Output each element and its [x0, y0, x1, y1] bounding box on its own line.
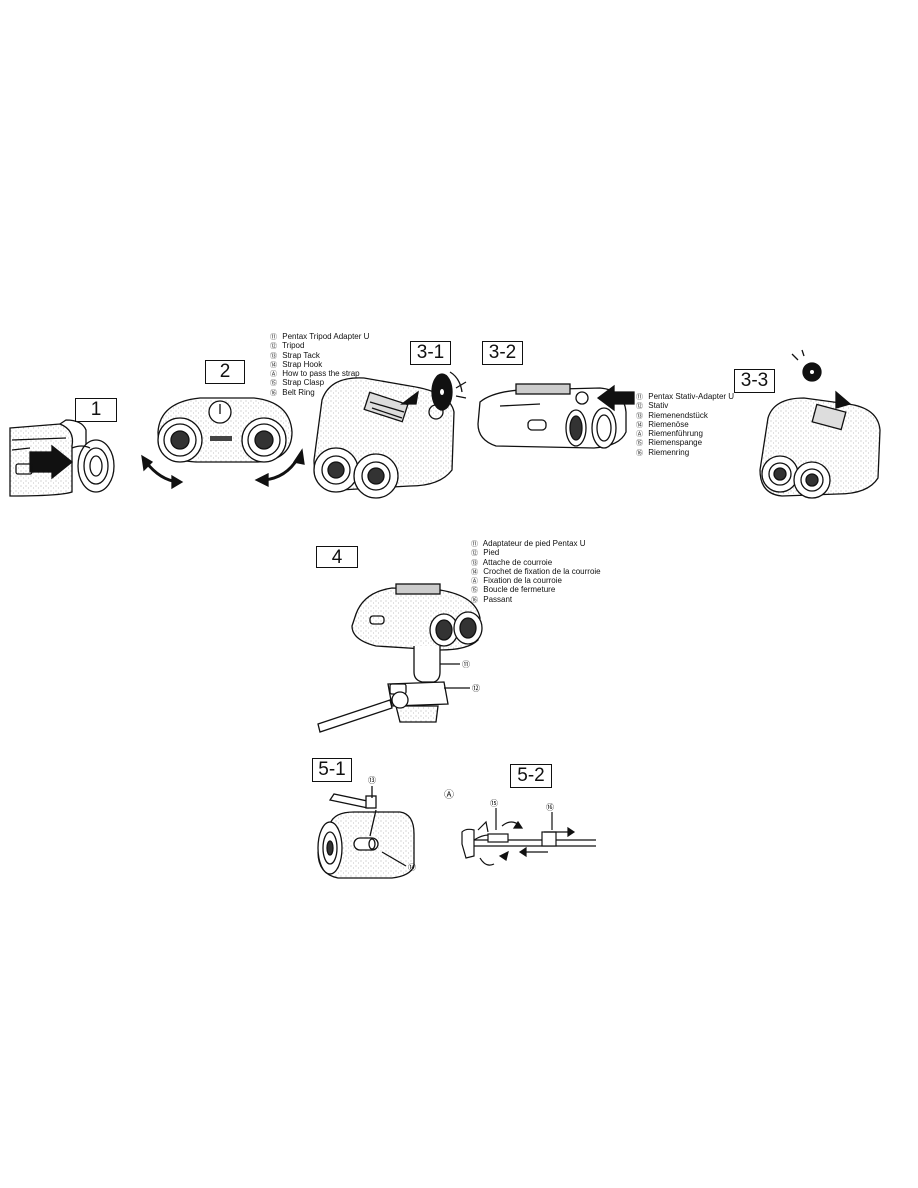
legend-row: ⑫ Pied [471, 548, 500, 558]
callout-14: ⑭ [408, 863, 416, 872]
callout-13: ⑬ [368, 776, 376, 785]
legend-row: ⑯ Belt Ring [270, 387, 315, 397]
figure-1-binocular [9, 419, 115, 497]
legend-row: ⑪ Pentax Tripod Adapter U [270, 332, 370, 341]
legend-row: ⑪ Pentax Stativ-Adapter U [636, 392, 735, 401]
callout-15: ⑮ [490, 799, 498, 808]
callout-16: ⑯ [546, 803, 554, 812]
figure-5-1-strap-tack [317, 786, 415, 879]
legend-row: ⑮ Strap Clasp [270, 378, 325, 388]
figure-label-4: 4 [316, 546, 358, 568]
legend-row: Ⓐ How to pass the strap [270, 369, 360, 379]
figure-5-2-strap-path [461, 808, 596, 866]
figure-label-3-1: 3-1 [410, 341, 451, 365]
legend-row: ⑬ Riemenendstück [636, 410, 708, 420]
legend-row: ⑮ Boucle de fermeture [471, 585, 556, 595]
figure-label-5-2: 5-2 [510, 764, 552, 788]
callout-12: ⑫ [472, 684, 480, 693]
legend-row: Ⓐ Riemenführung [636, 429, 703, 439]
figure-2-binocular [141, 397, 305, 490]
legend-row: ⑫ Tripod [270, 341, 305, 351]
callout-a: Ⓐ [444, 789, 454, 801]
figure-label-5-1: 5-1 [312, 758, 352, 782]
figure-4-tripod-mount [317, 583, 483, 733]
callout-11: ⑪ [462, 660, 470, 669]
legend-row: ⑭ Riemenöse [636, 419, 689, 429]
legend-row: ⑭ Crochet de fixation de la courroie [471, 566, 601, 576]
figure-label-3-2: 3-2 [482, 341, 523, 365]
figure-label-2: 2 [205, 360, 245, 384]
legend-row: ⑮ Riemenspange [636, 438, 703, 448]
legend-german: ⑪ Pentax Stativ-Adapter U ⑫ Stativ ⑬ Rie… [636, 392, 735, 458]
legend-english: ⑪ Pentax Tripod Adapter U ⑫ Tripod ⑬ Str… [270, 332, 370, 398]
legend-row: ⑯ Passant [471, 594, 513, 604]
figure-3-2-binocular [477, 383, 635, 449]
legend-french: ⑪ Adaptateur de pied Pentax U ⑫ Pied ⑬ A… [471, 539, 601, 605]
legend-row: ⑯ Riemenring [636, 447, 690, 457]
legend-row: Ⓐ Fixation de la courroie [471, 576, 562, 586]
figure-label-1: 1 [75, 398, 117, 422]
legend-row: ⑬ Attache de courroie [471, 557, 553, 567]
figure-3-1-binocular [313, 371, 467, 499]
legend-row: ⑭ Strap Hook [270, 359, 323, 369]
figure-label-3-3: 3-3 [734, 369, 775, 393]
legend-row: ⑪ Adaptateur de pied Pentax U [471, 539, 586, 548]
figure-3-3-binocular [759, 349, 881, 499]
legend-row: ⑫ Stativ [636, 401, 669, 411]
legend-row: ⑬ Strap Tack [270, 350, 320, 360]
